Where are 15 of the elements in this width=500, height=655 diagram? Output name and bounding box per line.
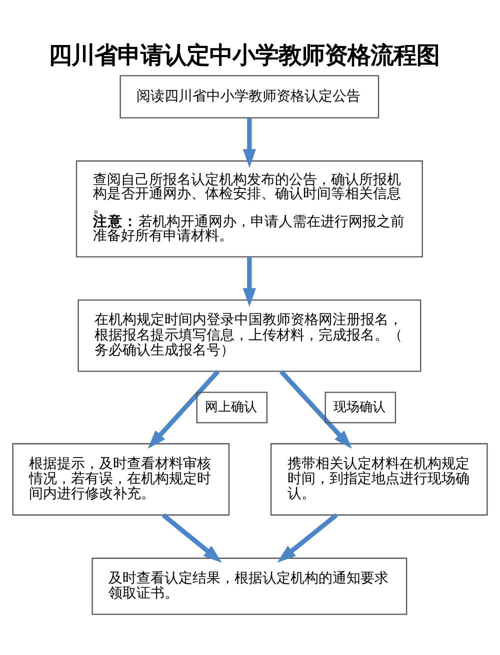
node-box: 查阅自己所报名认定机构发布的公告，确认所报机构是否开通网办、体检安排、确认时间等相关信息。 注意：若机构开通网办，申请人需在进行网报之前准备好所有申请材料。	[76, 160, 423, 258]
arrow	[279, 370, 352, 449]
arrow	[162, 513, 222, 563]
node-box: 在机构规定时间内登录中国教师资格网注册报名，根据报名提示填写信息，上传材料，完成报名。（务必确认生成报名号）	[78, 299, 422, 372]
arrow	[148, 370, 220, 449]
edge-label: 现场确认	[334, 400, 386, 415]
node-box: 携带相关认定材料在机构规定时间，到指定地点进行现场确认。	[270, 443, 488, 516]
node-box: 及时查看认定结果，根据认定机构的通知要求领取证书。	[92, 558, 408, 615]
arrow	[242, 118, 256, 168]
node-box: 阅读四川省中小学教师资格认定公告	[120, 75, 380, 118]
node-box: 根据提示，及时查看材料审核情况，若有误，在机构规定时间内进行修改补充。	[12, 443, 230, 516]
arrow	[277, 513, 338, 563]
diagram-title: 四川省申请认定中小学教师资格流程图	[48, 40, 440, 69]
arrow	[242, 257, 256, 307]
edge-label: 网上确认	[205, 400, 258, 415]
